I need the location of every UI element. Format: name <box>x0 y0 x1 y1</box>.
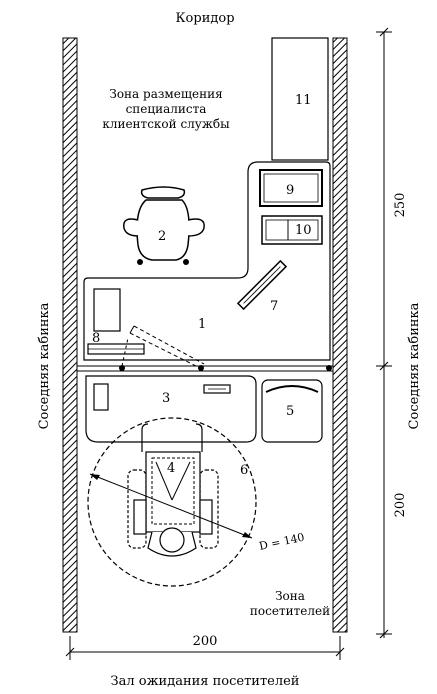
item-number-5: 5 <box>286 404 294 419</box>
item-number-2: 2 <box>158 229 166 244</box>
specialist-zone-line-2: специалиста <box>126 102 207 116</box>
swing-line-inner <box>129 332 197 367</box>
counter-document <box>93 383 109 411</box>
swing-line-outer <box>133 325 205 365</box>
office-chair-2 <box>123 186 205 265</box>
item-number-7: 7 <box>270 299 278 314</box>
left-neighbor-label: Соседняя кабинка <box>37 302 52 429</box>
turning-circle-6 <box>87 417 257 587</box>
keyboard-7 <box>236 259 288 311</box>
monitor-9 <box>259 169 323 207</box>
dimension-width <box>65 636 345 660</box>
item-number-1: 1 <box>198 317 206 332</box>
partition-post-mid <box>198 365 204 371</box>
specialist-zone-line-1: Зона размещения <box>109 87 222 101</box>
item-number-4: 4 <box>167 461 175 476</box>
visitor-zone-line-1: Зона <box>275 589 305 603</box>
right-wall <box>332 37 348 633</box>
item-number-9: 9 <box>286 183 294 198</box>
item-number-3: 3 <box>162 391 170 406</box>
desk-document <box>93 288 121 332</box>
visitor-zone-line-2: посетителей <box>250 604 330 618</box>
waiting-hall-label: Зал ожидания посетителей <box>111 674 300 689</box>
wheelchair-4 <box>127 423 219 557</box>
dim-width-label: 200 <box>193 634 218 649</box>
partition-post-right <box>326 365 332 371</box>
left-wall <box>62 37 78 633</box>
cabinet-11 <box>271 37 329 161</box>
right-neighbor-label: Соседняя кабинка <box>407 302 422 429</box>
item-number-11: 11 <box>295 93 312 108</box>
dimension-vertical <box>376 27 392 639</box>
corridor-label: Коридор <box>175 11 234 26</box>
dim-upper-label: 250 <box>393 193 408 218</box>
printer-10 <box>261 215 323 245</box>
desk-1 <box>83 161 331 361</box>
item-number-8: 8 <box>92 331 100 346</box>
partition-post-left <box>119 365 125 371</box>
item-number-6: 6 <box>240 463 248 478</box>
specialist-zone-line-3: клиентской службы <box>102 117 230 131</box>
turning-diameter-label: D = 140 <box>258 531 306 553</box>
dim-lower-label: 200 <box>393 493 408 518</box>
item-number-10: 10 <box>295 223 312 238</box>
visitor-chair-5 <box>261 379 323 443</box>
diameter-line <box>89 473 253 539</box>
